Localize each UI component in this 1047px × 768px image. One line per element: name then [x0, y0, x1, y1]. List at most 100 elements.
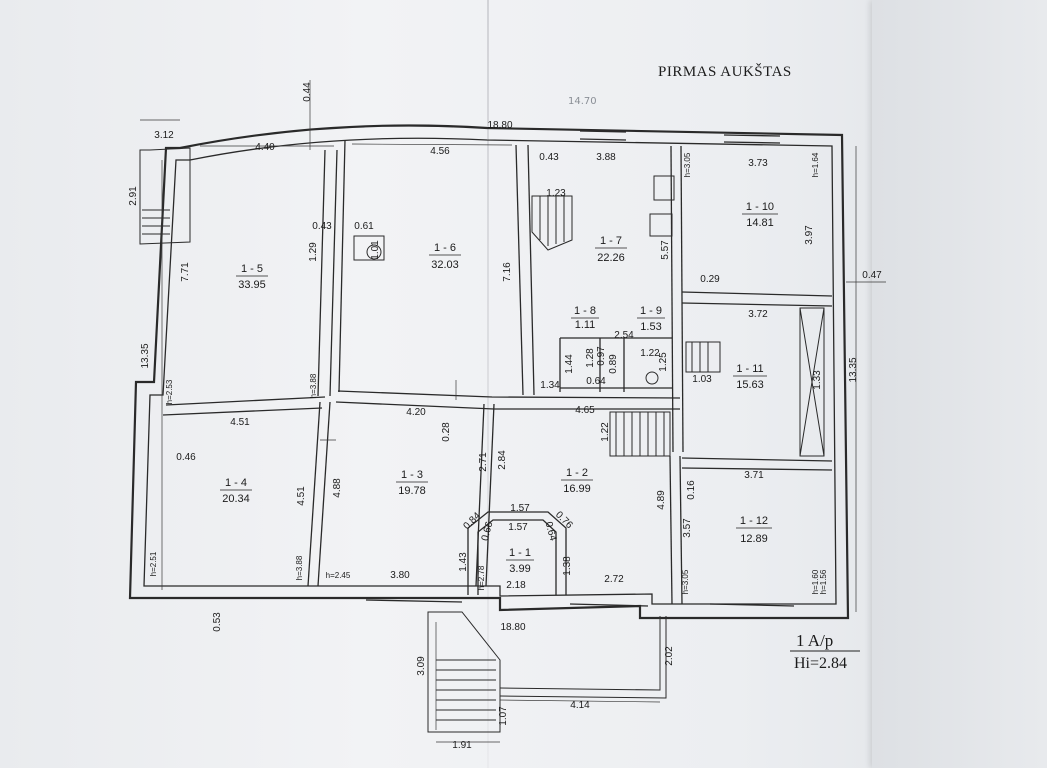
dimension-label: 2.54	[614, 330, 634, 341]
dimension-label: 1.22	[600, 422, 611, 442]
room-id: 1 - 12	[740, 515, 768, 527]
dimension-label: 1.07	[498, 706, 509, 726]
dimension-label: 0.64	[586, 376, 606, 387]
dimension-label: 1.22	[640, 348, 660, 359]
dimension-label: 0.89	[608, 354, 619, 374]
dimension-label: 4.51	[296, 486, 307, 506]
room-area: 33.95	[238, 279, 266, 291]
room-area: 1.11	[575, 319, 596, 331]
stamp-line-2: Hi=2.84	[794, 655, 847, 672]
room-id: 1 - 3	[401, 469, 423, 481]
dimension-label: 0.43	[312, 221, 332, 232]
room-1-8: 1 - 8 1.11	[571, 305, 599, 331]
dimension-label: h=1.64	[811, 152, 820, 177]
room-id: 1 - 5	[241, 263, 263, 275]
dimension-label: 1.38	[562, 556, 573, 576]
room-id: 1 - 11	[736, 363, 763, 375]
room-id: 1 - 6	[434, 242, 456, 254]
dimension-label: 0.46	[176, 452, 196, 463]
fixtures	[139, 147, 825, 733]
dimension-label: 3.09	[416, 656, 427, 676]
room-id: 1 - 7	[600, 235, 622, 247]
dimension-label: 0.61	[354, 221, 374, 232]
dimension-label: 1.91	[452, 740, 472, 751]
dimension-label: 2.02	[664, 646, 675, 666]
dimension-label: 4.65	[575, 405, 595, 416]
dimension-label: 0.43	[539, 152, 559, 163]
dimension-label: 2.84	[497, 450, 508, 470]
dimension-label: 2.18	[506, 580, 526, 591]
dimension-label: h=2.78	[477, 565, 486, 590]
dimension-label: h=3.05	[683, 152, 692, 177]
room-labels: 1 - 5 33.95 1 - 6 32.03 1 - 7 22.26 1 - …	[220, 201, 778, 575]
dimension-label: 4.14	[570, 700, 590, 711]
dimension-label: 1.25	[658, 352, 669, 372]
room-area: 14.81	[746, 217, 774, 229]
room-1-1: 1 - 1 3.99	[506, 547, 534, 575]
room-1-11: 1 - 11 15.63	[733, 363, 767, 391]
handwritten-note: 14.70	[568, 96, 597, 107]
dimension-lines	[140, 80, 886, 743]
dimension-label: 0.44	[302, 82, 313, 102]
dimension-label: 7.71	[180, 262, 191, 282]
dimension-label: 13.35	[848, 357, 859, 382]
room-id: 1 - 10	[746, 201, 774, 213]
room-1-5: 1 - 5 33.95	[236, 263, 268, 291]
dimension-label: 4.88	[332, 478, 343, 498]
room-area: 32.03	[431, 259, 459, 271]
dimension-label: 3.72	[748, 309, 768, 320]
room-1-10: 1 - 10 14.81	[742, 201, 778, 229]
dimension-label: 0.76	[553, 509, 575, 531]
dimension-label: 1.33	[812, 370, 823, 390]
room-id: 1 - 1	[509, 547, 531, 559]
dimension-label: 4.56	[430, 146, 450, 157]
room-area: 1.53	[640, 321, 661, 333]
dimension-label: 0.47	[862, 270, 882, 281]
dimension-label: 0.84	[461, 510, 483, 532]
dimension-label: 3.73	[748, 158, 768, 169]
dimension-label: 1.29	[308, 242, 319, 262]
dimension-label: 1.57	[508, 522, 528, 533]
dimension-label: 1.28	[585, 348, 596, 368]
dimension-label: h=1.60	[811, 569, 820, 594]
paper-fold	[487, 0, 489, 768]
dimension-label: 1.34	[540, 380, 560, 391]
dimension-label: 3.12	[154, 130, 174, 141]
dimension-label: 1.44	[564, 354, 575, 374]
room-1-4: 1 - 4 20.34	[220, 477, 252, 505]
walls	[128, 124, 850, 620]
room-area: 15.63	[736, 379, 764, 391]
room-1-7: 1 - 7 22.26	[595, 235, 627, 264]
dimension-label: h=2.51	[149, 551, 158, 576]
dimension-label: 0.29	[700, 274, 720, 285]
dimension-label: 0.97	[596, 346, 607, 366]
dimension-label: 13.35	[140, 343, 151, 368]
dimension-label: 1.01	[370, 240, 381, 260]
dimension-label: 3.88	[596, 152, 616, 163]
dimension-label: h=3.88	[295, 555, 304, 580]
dimension-label: 18.80	[487, 120, 512, 131]
room-1-9: 1 - 9 1.53	[637, 305, 665, 333]
dimension-label: h=3.05	[681, 569, 690, 594]
dimension-label: 7.16	[502, 262, 513, 282]
room-1-3: 1 - 3 19.78	[396, 469, 428, 497]
page-title: PIRMAS AUKŠTAS	[658, 64, 792, 80]
dimension-label: h=1.56	[819, 569, 828, 594]
dimension-label: 3.97	[804, 225, 815, 245]
room-id: 1 - 9	[640, 305, 662, 317]
room-id: 1 - 4	[225, 477, 247, 489]
dimension-label: 1.23	[546, 188, 566, 199]
dimension-label: 4.51	[230, 417, 250, 428]
room-1-2: 1 - 2 16.99	[561, 467, 593, 495]
room-area: 16.99	[563, 483, 591, 495]
dimension-label: 4.20	[406, 407, 426, 418]
dimension-label: 2.71	[478, 452, 489, 472]
stamp-line-1: 1 A/p	[796, 631, 833, 650]
room-area: 22.26	[597, 252, 625, 264]
dimension-label: 3.57	[682, 518, 693, 538]
dimension-label: 3.80	[390, 570, 410, 581]
dimension-label: 0.28	[441, 422, 452, 442]
room-area: 20.34	[222, 493, 250, 505]
